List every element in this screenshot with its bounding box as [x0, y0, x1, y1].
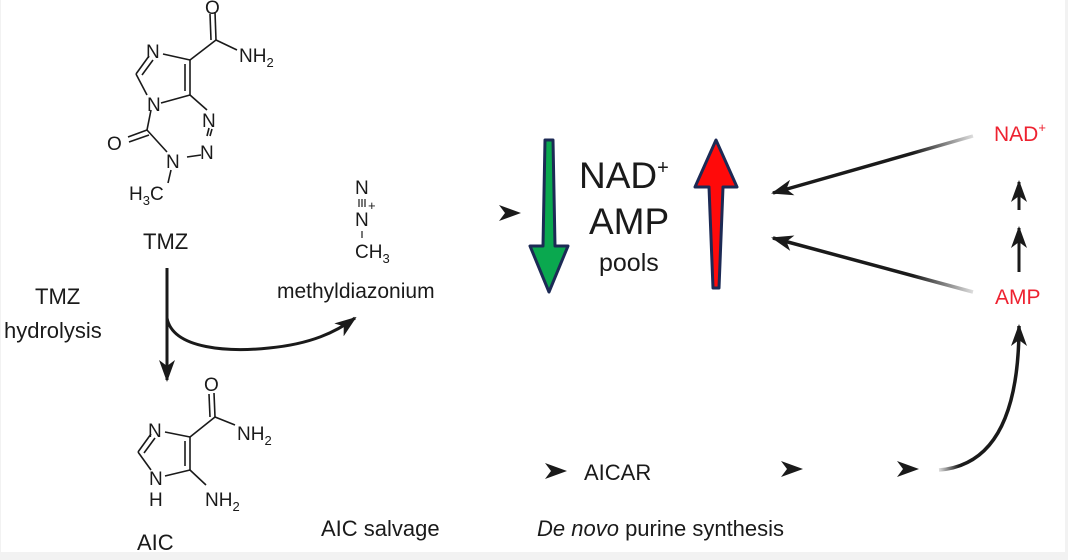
svg-text:N: N	[147, 95, 161, 116]
svg-text:O: O	[204, 375, 219, 396]
methyldiazonium-name: methyldiazonium	[277, 280, 435, 303]
tmz-hydrolysis-label-line1: TMZ	[35, 284, 80, 309]
svg-text:N: N	[355, 178, 369, 199]
svg-text:H3C: H3C	[129, 184, 164, 208]
aic-atom-labels: O NH2 N N H NH2	[148, 375, 272, 514]
svg-text:NH2: NH2	[237, 424, 272, 448]
aic-structure	[137, 392, 236, 486]
tmz-structure	[127, 11, 238, 184]
amp-to-pools-arrow	[771, 235, 974, 294]
svg-text:NH2: NH2	[239, 46, 274, 70]
aicar-label: AICAR	[584, 460, 651, 485]
svg-text:CH3: CH3	[355, 242, 390, 266]
svg-text:H: H	[149, 490, 163, 511]
tmz-name: TMZ	[143, 229, 188, 254]
aic-salvage-label: AIC salvage	[321, 516, 440, 541]
de-novo-purine-synthesis-label: De novo purine synthesis	[537, 516, 784, 541]
methyldiazonium-release-arrow	[165, 316, 357, 351]
methyldiazonium-structure: N + N CH3	[355, 178, 390, 266]
right-amp-label: AMP	[995, 286, 1041, 309]
pools-nad-label: NAD+	[579, 155, 669, 196]
svg-text:+: +	[368, 198, 376, 213]
svg-text:N: N	[146, 42, 160, 63]
svg-text:O: O	[107, 134, 122, 155]
pools-amp-label: AMP	[589, 201, 669, 242]
de-novo-to-amp-arrow	[938, 324, 1027, 472]
decrease-arrow-icon	[528, 138, 570, 294]
aic-name: AIC	[137, 530, 174, 552]
tmz-hydrolysis-label-line2: hydrolysis	[4, 318, 102, 343]
svg-text:O: O	[205, 0, 220, 19]
pools-word-label: pools	[599, 249, 659, 277]
svg-text:N: N	[148, 421, 162, 442]
svg-text:N: N	[166, 152, 180, 173]
nad-to-pools-arrow	[771, 134, 974, 196]
svg-text:NH2: NH2	[205, 490, 240, 514]
svg-text:N: N	[355, 210, 369, 231]
tmz-atom-labels: O NH2 N N N N N O H3C	[107, 0, 274, 208]
svg-text:N: N	[200, 143, 214, 164]
svg-text:N: N	[149, 469, 163, 490]
right-nad-label: NAD+	[994, 120, 1046, 146]
svg-text:N: N	[202, 111, 216, 132]
increase-arrow-icon	[693, 138, 739, 290]
